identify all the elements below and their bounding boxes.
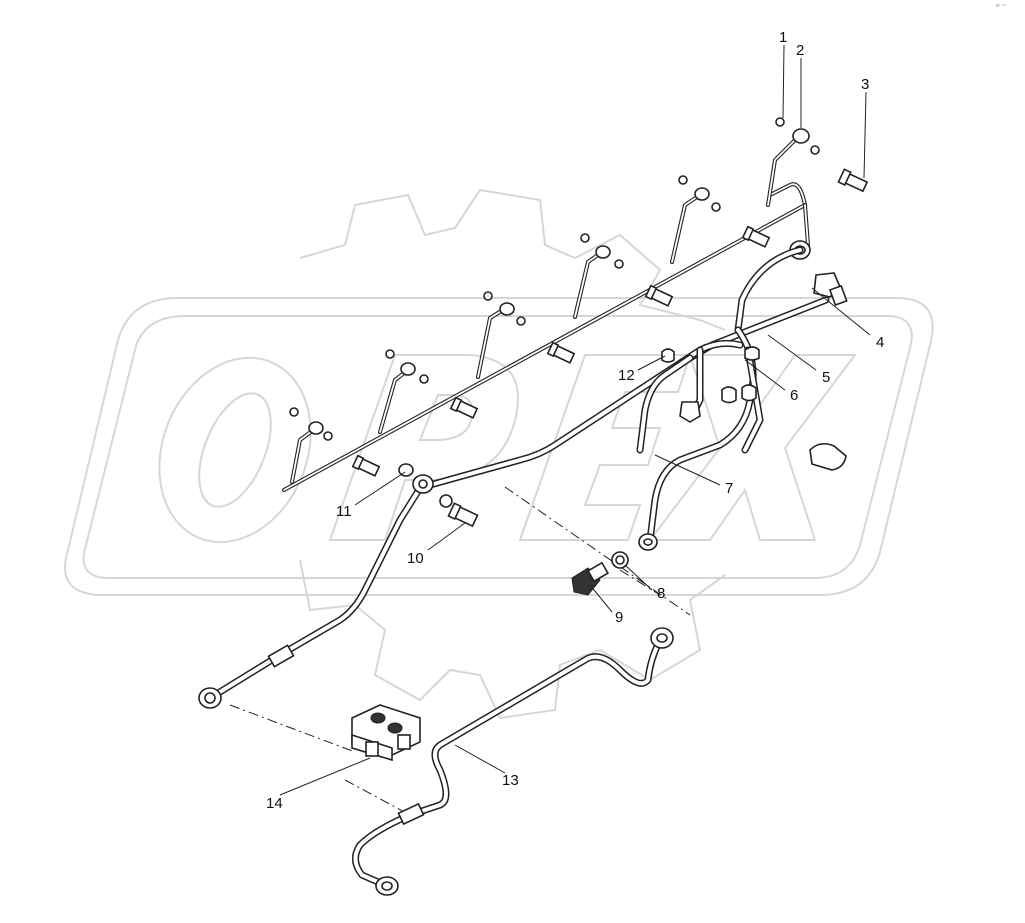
watermark-frame [63,297,934,596]
seal-ring [439,494,453,508]
hollow-bolt [351,454,381,477]
feed-pipe-left [198,474,434,709]
clip-set [809,442,847,471]
banjo-cap [400,362,416,376]
dashline-14-upper [229,704,356,753]
corner-mark: ɑᵇ ᵒᵒᵒ [996,3,1007,8]
seal-rings-lower [398,463,629,569]
connection-lines [229,486,691,816]
seal-ring-bore [615,555,625,565]
seal-ring [385,349,395,359]
callout-13: 13 [502,772,519,789]
dashline-8-9 [504,486,691,616]
seal-ring-1 [775,117,785,127]
clips-6 [721,346,847,471]
seal-ring [678,175,688,185]
pipe-end-bore [381,881,393,891]
banjo-cap [499,302,515,316]
pipe-end-bore [204,692,216,704]
banjo-bore [418,479,428,489]
callout-8: 8 [657,585,665,602]
banjo-cap [595,245,611,259]
watermark-letter-o [158,356,312,544]
seal-ring [810,145,820,155]
hollow-bolt [449,396,479,419]
seal-ring-11 [398,463,414,477]
watermark-letter-o-hole [198,392,272,508]
banjo-caps [308,128,810,435]
callout-9: 9 [615,609,623,626]
seal-ring [516,316,526,326]
seal-ring [711,202,721,212]
dashline-14-lower [344,779,411,816]
seal-ring [614,259,624,269]
banjo-eye-bore [656,633,668,643]
callout-3: 3 [861,76,869,93]
callout-11: 11 [336,503,352,520]
pipe-sleeve [397,802,425,826]
opex-watermark-logo [63,188,934,720]
upper-fittings [686,240,848,362]
callout-7: 7 [725,480,733,497]
loop-pipes-7 [636,326,764,551]
callout-10: 10 [407,550,424,567]
clip [721,386,737,404]
seal-ring [323,431,333,441]
callout-12: 12 [618,367,635,384]
pipe-clamp-block-14 [351,704,421,762]
callout-1: 1 [779,29,787,46]
callout-6: 6 [790,387,798,404]
callouts: 1 2 3 4 5 6 7 8 9 10 11 12 13 14 [266,29,884,812]
fuel-return-rail [282,182,810,492]
union-nut [679,401,701,423]
callout-5: 5 [822,369,830,386]
callout-2: 2 [796,42,804,59]
leader-lines [279,44,871,796]
clamp-12 [661,348,675,363]
hollow-bolts [351,168,869,528]
clip-5 [744,346,760,361]
seal-ring [419,374,429,384]
banjo-cap [792,128,810,144]
banjo-cap [694,187,710,201]
pipe-13 [352,627,674,896]
dashline-8 [619,569,661,596]
pipe-sleeve [267,644,295,668]
injector-branches [290,138,797,484]
banjo-cap [308,421,324,435]
sealing-rings [289,117,820,441]
hollow-bolt-10 [447,502,479,528]
seal-ring [289,407,299,417]
watermark-frame-inner [82,315,913,579]
hollow-bolt [546,341,576,364]
hollow-bolt [741,225,771,248]
seal-ring [483,291,493,301]
callout-4: 4 [876,334,884,351]
return-line-lower [426,339,744,489]
banjo-eye-bore [643,538,653,546]
clip [741,384,757,402]
seal-ring [580,233,590,243]
hollow-bolt [644,284,674,307]
hollow-bolt-3 [837,168,869,193]
callout-14: 14 [266,795,283,812]
